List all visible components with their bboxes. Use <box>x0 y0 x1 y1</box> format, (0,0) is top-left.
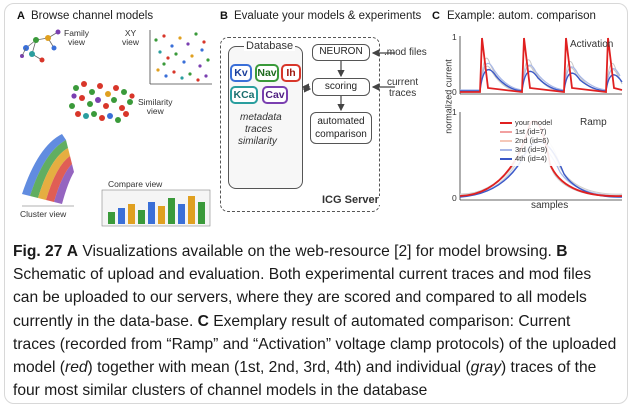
channel-cav: Cav <box>262 86 288 104</box>
legend-swatch <box>500 121 512 124</box>
legend-label: 4th (id=4) <box>515 154 547 163</box>
ylabel: normalized current <box>443 59 454 134</box>
top-ytick-0: 0 <box>452 87 457 97</box>
xy-view-graphic <box>149 30 212 85</box>
scoring-label: scoring <box>324 81 358 92</box>
legend-swatch <box>500 157 512 160</box>
channel-nav: Nav <box>255 64 279 82</box>
legend-item: 1st (id=7) <box>500 127 566 136</box>
db-similarity: similarity <box>238 136 277 147</box>
caption-c-text-2: ) together with mean (1st, 2nd, 3rd, 4th… <box>87 359 471 377</box>
compare-view-graphic <box>101 189 211 227</box>
xlabel: samples <box>531 200 569 211</box>
caption-red: red <box>65 359 88 377</box>
panel-a-title: Browse channel models <box>31 10 154 22</box>
legend-swatch <box>500 139 512 142</box>
caption-c-text-1: Exemplary result of automated comparison… <box>13 312 617 377</box>
neuron-box: NEURON <box>312 44 370 61</box>
comparison-label: comparison <box>315 129 367 140</box>
panel-c-letter: C <box>432 10 440 22</box>
cluster-view-label: Cluster view <box>20 209 67 219</box>
xy-view-label: XY view <box>122 28 140 47</box>
figure-frame <box>4 3 628 404</box>
legend-label: 1st (id=7) <box>515 127 547 136</box>
traces-input-label: traces <box>389 88 417 99</box>
compare-view-label: Compare view <box>108 179 163 189</box>
panel-b-letter: B <box>220 10 228 22</box>
panel-a-letter: A <box>17 10 25 22</box>
legend-item: your model <box>500 118 566 127</box>
current-label: current <box>387 77 419 88</box>
db-traces: traces <box>245 124 273 135</box>
database-label: Database <box>244 40 296 52</box>
caption-b-letter: B <box>556 243 568 260</box>
figure-caption: Fig. 27 A Visualizations available on th… <box>13 240 617 402</box>
legend-label: your model <box>515 118 553 127</box>
channel-ih: Ih <box>281 64 301 82</box>
scoring-box: scoring <box>312 78 370 96</box>
caption-a-letter: A <box>66 243 79 260</box>
neuron-label: NEURON <box>319 46 363 57</box>
icg-server-box <box>220 37 380 212</box>
legend-item: 3rd (id=9) <box>500 145 566 154</box>
automated-label: automated <box>317 116 365 127</box>
automated-comparison-box: automated comparison <box>310 112 372 144</box>
activation-label: Activation <box>570 39 614 50</box>
panel-b-arrows <box>301 49 395 112</box>
cluster-view-graphic <box>22 134 74 207</box>
channel-kca: KCa <box>230 86 258 104</box>
caption-b-text: Schematic of upload and evaluation. Both… <box>13 266 592 330</box>
chart-legend: your model 1st (id=7) 2nd (id=6) 3rd (id… <box>500 118 566 163</box>
family-view-graphic <box>20 29 61 63</box>
db-metadata: metadata <box>240 112 282 123</box>
bottom-ytick-1: 1 <box>452 107 457 117</box>
caption-fig-label: Fig. 27 <box>13 243 63 260</box>
legend-label: 2nd (id=6) <box>515 136 549 145</box>
caption-a-text: Visualizations available on the web-reso… <box>78 243 557 260</box>
legend-swatch <box>500 130 512 133</box>
channel-kv: Kv <box>230 64 252 82</box>
similarity-view-graphic <box>69 81 135 123</box>
panel-a-visualizations <box>20 29 212 227</box>
icg-server-label: ICG Server <box>320 194 381 206</box>
legend-label: 3rd (id=9) <box>515 145 548 154</box>
top-ytick-1: 1 <box>452 32 457 42</box>
caption-c-text-3: ) traces of the four most similar cluste… <box>13 359 597 400</box>
panel-c-title: Example: autom. comparison <box>447 10 596 22</box>
caption-gray: gray <box>470 359 502 377</box>
legend-swatch <box>500 148 512 151</box>
family-view-label: Family view <box>64 28 90 47</box>
bottom-ytick-0: 0 <box>452 193 457 203</box>
panel-b-title: Evaluate your models & experiments <box>234 10 422 22</box>
ramp-label: Ramp <box>580 117 607 128</box>
similarity-view-label: Similarity view <box>138 97 173 116</box>
legend-item: 2nd (id=6) <box>500 136 566 145</box>
mod-files-label: .mod files <box>384 47 427 58</box>
caption-c-letter: C <box>197 312 209 330</box>
legend-item: 4th (id=4) <box>500 154 566 163</box>
